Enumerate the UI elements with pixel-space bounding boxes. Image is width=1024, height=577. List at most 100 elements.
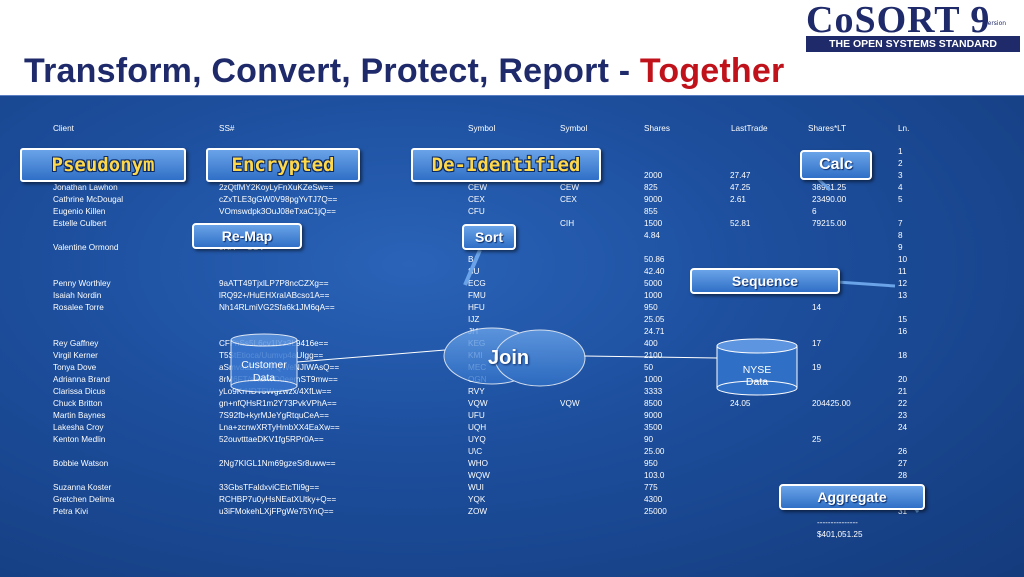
table-cell-ss: CFFnSs5L6cv1lYz3L9416e== <box>219 339 329 348</box>
table-cell-sym1: BJ <box>468 255 478 264</box>
customer-data-label: Customer Data <box>241 359 287 384</box>
table-cell-shares: 25.05 <box>644 315 665 324</box>
table-cell-sym2: CEX <box>560 195 577 204</box>
table-cell-client: Lakesha Croy <box>53 423 104 432</box>
table-cell-sym1: WQW <box>468 471 490 480</box>
table-cell-ln: 18 <box>898 351 908 360</box>
table-cell-ln: 5 <box>898 195 903 204</box>
table-cell-ss: gn+nfQHsR1m2Y73PvkVPhA== <box>219 399 337 408</box>
table-cell-ln: 16 <box>898 327 908 336</box>
slide-header: Transform, Convert, Protect, Report - To… <box>0 0 1024 95</box>
column-header: Ln. <box>898 124 910 133</box>
table-cell-shares: 950 <box>644 459 658 468</box>
table-cell-client: Suzanna Koster <box>53 483 112 492</box>
table-cell-slt: 17 <box>812 339 822 348</box>
table-cell-client: Adrianna Brand <box>53 375 110 384</box>
remap-tag: Re-Map <box>192 223 302 249</box>
table-cell-ln: 21 <box>898 387 908 396</box>
table-cell-shares: 50.86 <box>644 255 665 264</box>
calc-tag: Calc <box>800 150 872 180</box>
total-rule: --------------- <box>817 518 858 527</box>
table-cell-shares: 24.71 <box>644 327 665 336</box>
pseudonym-tag: Pseudonym <box>20 148 186 182</box>
column-header: Symbol <box>468 124 496 133</box>
table-cell-shares: 1000 <box>644 291 663 300</box>
table-cell-ss: lRQ92+/HuEHXraIABcso1A== <box>219 291 330 300</box>
table-cell-slt: 14 <box>812 303 822 312</box>
table-cell-sym1: HFU <box>468 303 485 312</box>
logo-tagline: THE OPEN SYSTEMS STANDARD <box>806 36 1020 52</box>
table-cell-slt: 38981.25 <box>812 183 847 192</box>
table-cell-shares: 8500 <box>644 399 663 408</box>
table-cell-shares: 855 <box>644 207 658 216</box>
title-accent: Together <box>639 52 785 90</box>
table-cell-ss: 7S92fb+kyrMJeYgRtquCeA== <box>219 411 329 420</box>
table-cell-lt: 47.25 <box>730 183 751 192</box>
table-cell-client: Rey Gaffney <box>53 339 99 348</box>
table-cell-slt: 23490.00 <box>812 195 847 204</box>
table-cell-lt: 27.47 <box>730 171 751 180</box>
table-cell-sym1: CFU <box>468 207 485 216</box>
table-cell-client: Cathrine McDougal <box>53 195 124 204</box>
table-cell-shares: 950 <box>644 303 658 312</box>
table-cell-ln: 8 <box>898 231 903 240</box>
table-cell-ss: 2zQtfMY2KoyLyFnXuKZeSw== <box>219 183 334 192</box>
table-cell-shares: 1000 <box>644 375 663 384</box>
table-cell-sym1: CEX <box>468 195 485 204</box>
slide-title: Transform, Convert, Protect, Report - To… <box>24 52 784 91</box>
table-cell-shares: 825 <box>644 183 658 192</box>
column-header: Shares*LT <box>808 124 847 133</box>
table-cell-lt: 52.81 <box>730 219 751 228</box>
table-cell-ln: 27 <box>898 459 908 468</box>
table-cell-slt: 6 <box>812 207 817 216</box>
table-cell-ln: 24 <box>898 423 908 432</box>
table-cell-ss: 2Ng7KIGL1Nm69gzeSr8uww== <box>219 459 336 468</box>
table-cell-client: Jonathan Lawhon <box>53 183 118 192</box>
table-cell-ss: Nh14RLmiVG2Sfa6k1JM6qA== <box>219 303 335 312</box>
table-cell-sym2: CEW <box>560 183 580 192</box>
table-cell-ln: 13 <box>898 291 908 300</box>
table-cell-ln: 4 <box>898 183 903 192</box>
table-cell-sym1: RVY <box>468 387 485 396</box>
logo-wordmark: CoSORT 9 <box>806 0 991 41</box>
table-cell-ln: 22 <box>898 399 908 408</box>
column-header: LastTrade <box>731 124 768 133</box>
table-cell-lt: 2.61 <box>730 195 746 204</box>
table-cell-client: Tonya Dove <box>53 363 97 372</box>
table-cell-ss: u3iFMokehLXjFPgWe75YnQ== <box>219 507 334 516</box>
sort-tag: Sort <box>462 224 516 250</box>
join-label: Join <box>488 347 530 369</box>
table-cell-sym1: FMU <box>468 291 486 300</box>
table-cell-sym1: YQK <box>468 495 486 504</box>
table-cell-slt: 204425.00 <box>812 399 851 408</box>
table-cell-ln: 26 <box>898 447 908 456</box>
table-cell-sym1: KEG <box>468 339 486 348</box>
table-cell-ln: 7 <box>898 219 903 228</box>
table-cell-sym1: ZOW <box>468 507 488 516</box>
table-cell-sym1: MEC <box>468 363 487 372</box>
table-cell-shares: 2100 <box>644 351 663 360</box>
table-cell-shares: 400 <box>644 339 658 348</box>
table-cell-slt: 19 <box>812 363 822 372</box>
table-cell-shares: 9000 <box>644 411 663 420</box>
table-cell-client: Virgil Kerner <box>53 351 98 360</box>
encrypted-tag: Encrypted <box>206 148 360 182</box>
table-cell-ln: 10 <box>898 255 908 264</box>
table-cell-ln: 12 <box>898 279 908 288</box>
table-cell-ss: Lna+zcnwXRTyHmbXX4EaXw== <box>219 423 340 432</box>
table-cell-shares: 25.00 <box>644 447 665 456</box>
table-cell-ss: 9aATT49TjxlLP7P8ncCZXg== <box>219 279 329 288</box>
cosort-logo: CoSORT 9 Version THE OPEN SYSTEMS STANDA… <box>806 0 1020 52</box>
table-cell-shares: 1500 <box>644 219 663 228</box>
table-cell-shares: 25000 <box>644 507 667 516</box>
nyse-data-label-line2: Data <box>745 376 769 388</box>
table-cell-sym1: U\C <box>468 447 483 456</box>
column-header: Client <box>53 124 74 133</box>
table-cell-ln: 3 <box>898 171 903 180</box>
table-cell-sym1: SU <box>468 267 480 276</box>
total-value: $401,051.25 <box>817 530 863 539</box>
table-cell-ln: 2 <box>898 159 903 168</box>
table-cell-shares: 4300 <box>644 495 663 504</box>
table-cell-sym2: VQW <box>560 399 580 408</box>
table-cell-sym1: KMI <box>468 351 483 360</box>
